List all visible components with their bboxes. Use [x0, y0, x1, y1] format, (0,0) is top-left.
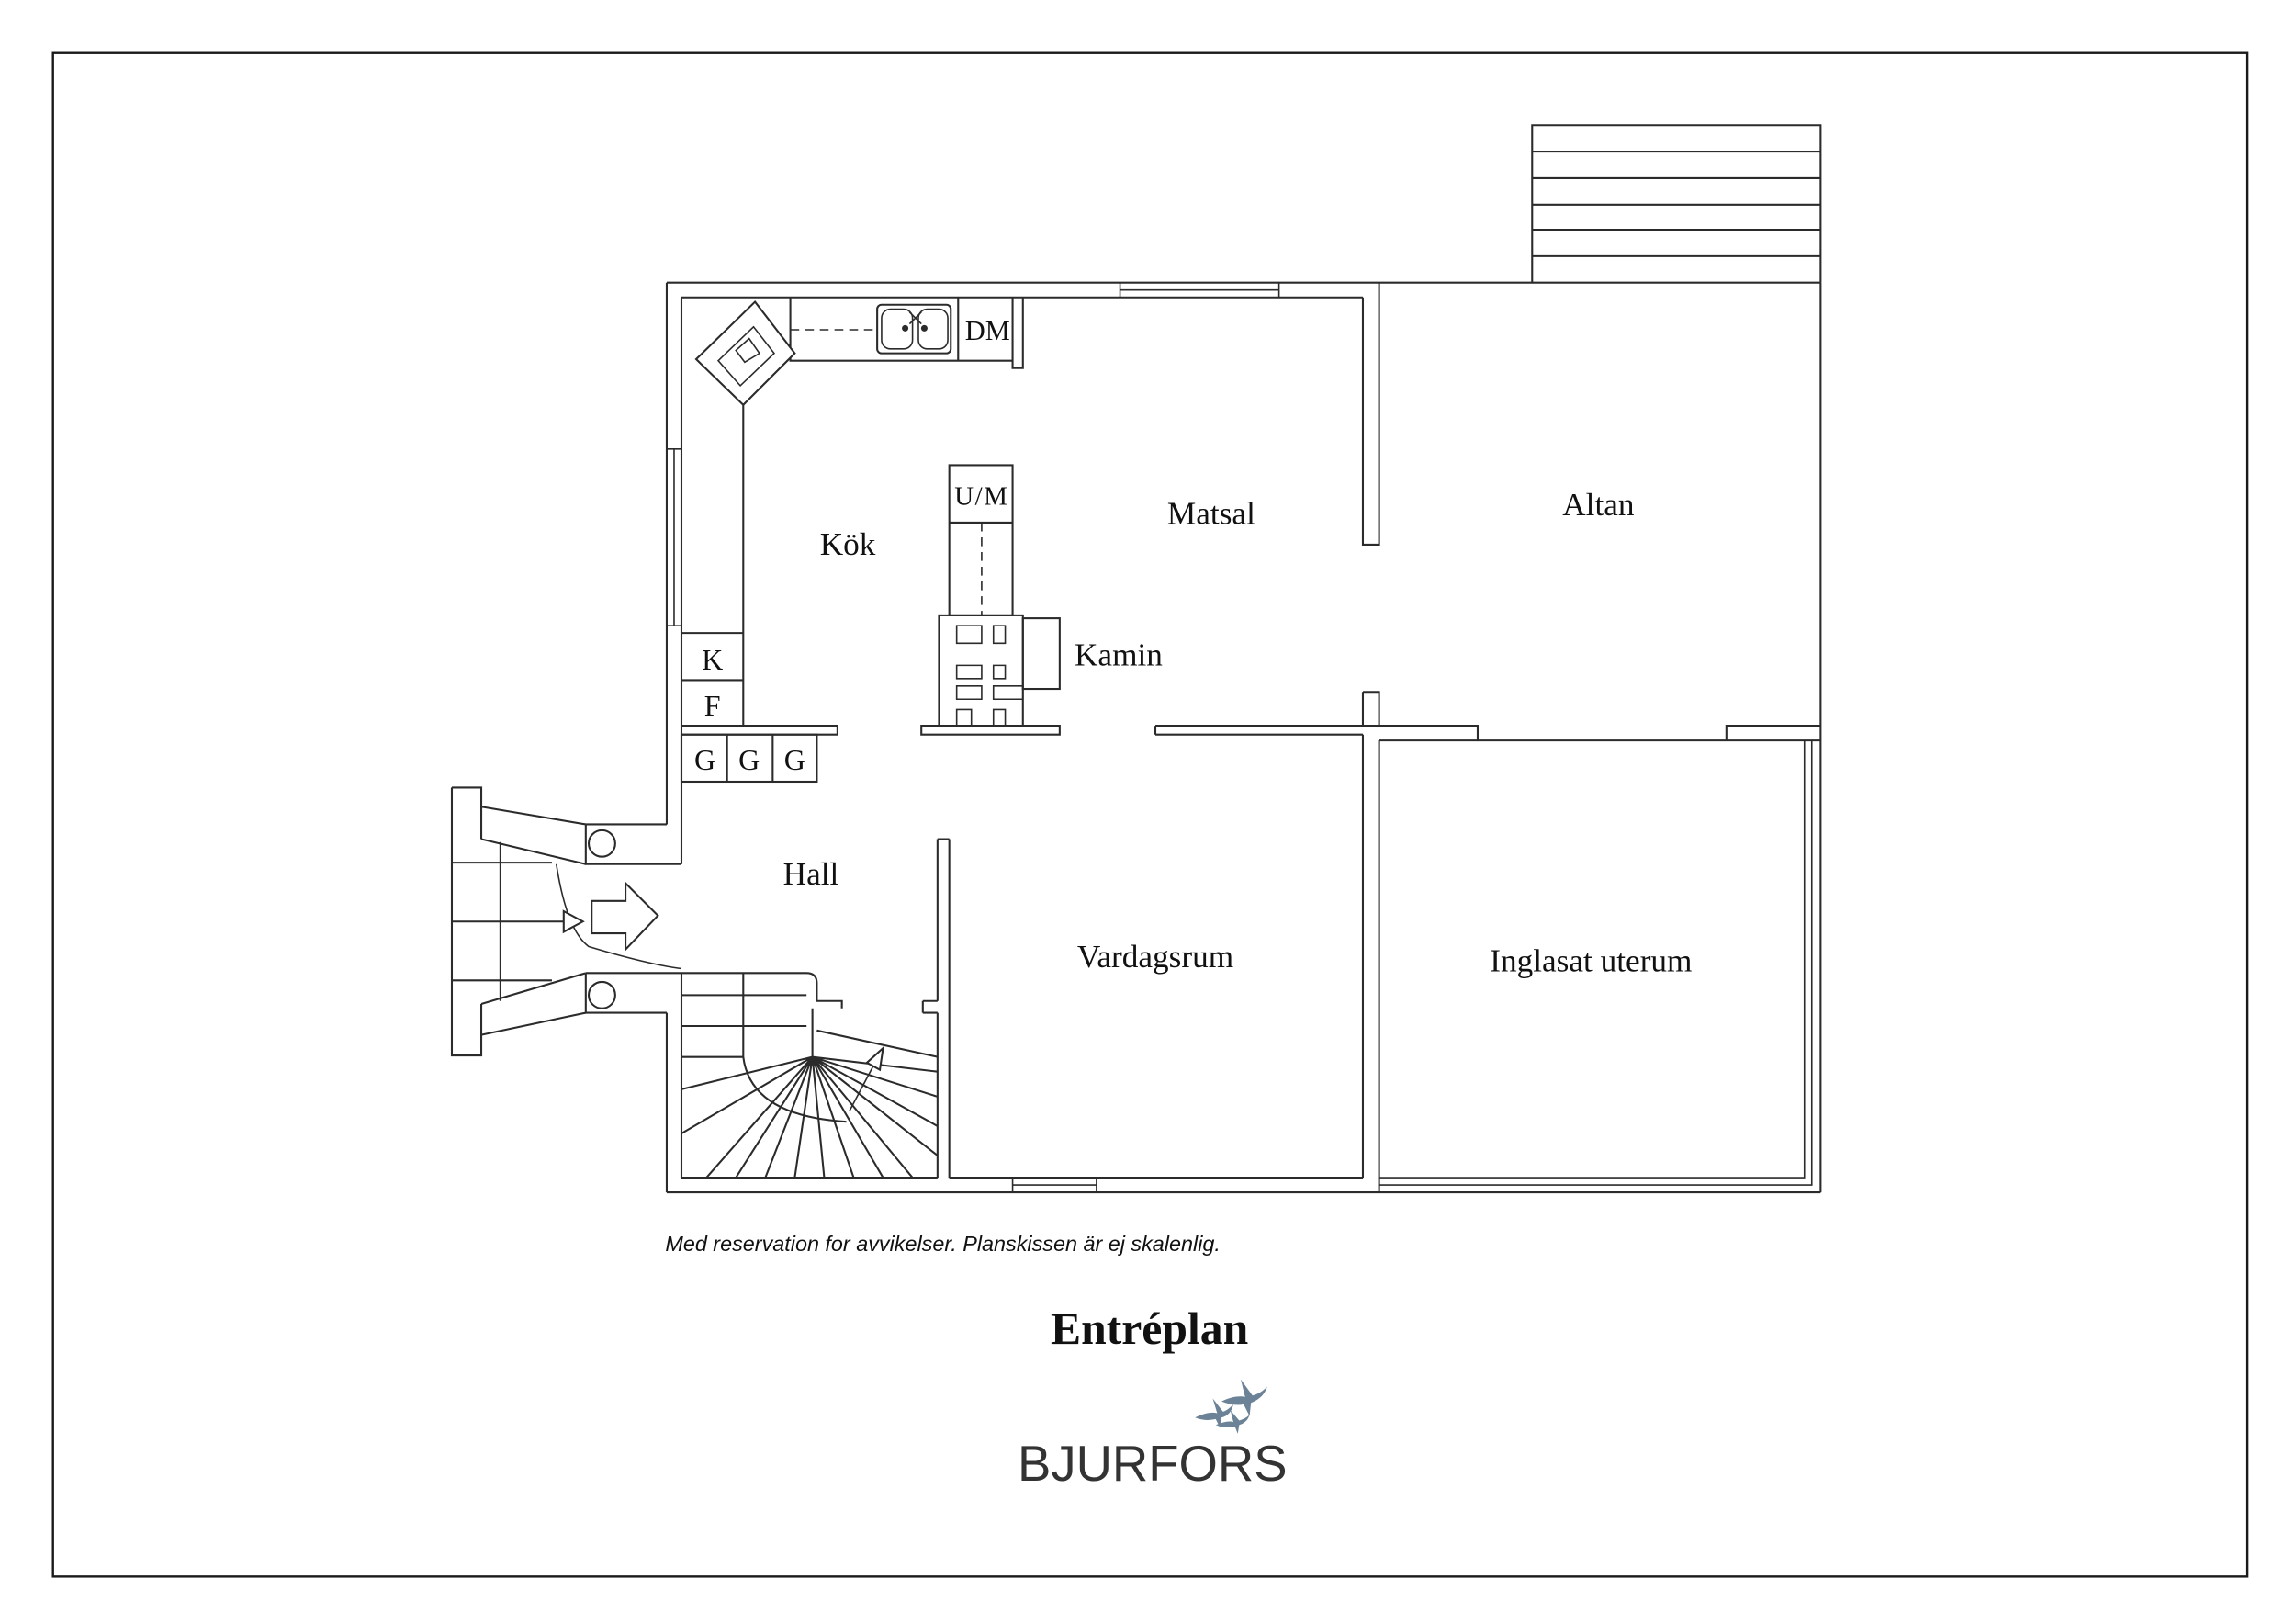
sink-outline [876, 303, 952, 355]
oven-microwave-label: U/M [954, 482, 1008, 512]
sink-basin-right [917, 308, 949, 350]
staircase [681, 972, 939, 1179]
deck-stairs [1531, 124, 1822, 283]
stair-direction-line [848, 1061, 877, 1112]
windows [666, 282, 1280, 1193]
page-border [51, 51, 2249, 1578]
wardrobe-label: G [784, 743, 805, 776]
fireplace-details [955, 625, 1024, 727]
sink-basin-left [881, 308, 914, 350]
interior-walls [680, 282, 1821, 1193]
entrance-steps [450, 786, 587, 1057]
fireplace-label: Kamin [1075, 637, 1163, 672]
sink [876, 303, 952, 355]
bird-shape [1215, 1410, 1250, 1434]
freezer-label: F [704, 689, 721, 722]
room-label-dining: Matsal [1167, 496, 1255, 532]
fireplace-base [920, 725, 1061, 736]
floor-plan [450, 124, 1822, 1194]
dishwasher-label: DM [965, 315, 1010, 346]
door-frame-post-bottom [587, 980, 616, 1009]
bird-shape [1221, 1379, 1267, 1416]
kitchen-counter [681, 297, 1013, 727]
entrance-arrow-icon [591, 881, 659, 953]
room-label-hall: Hall [783, 856, 839, 892]
wardrobes [680, 733, 818, 784]
room-label-deck: Altan [1562, 487, 1635, 523]
sink-drain-left [902, 324, 909, 332]
stair-direction-arrow-icon [865, 1045, 884, 1072]
fridge-label: K [702, 643, 723, 676]
plan-title: Entréplan [1051, 1303, 1248, 1354]
brand-name: BJURFORS [1018, 1436, 1288, 1492]
brand-logo: BJURFORS [1018, 1379, 1288, 1492]
wardrobe-dividers [726, 734, 774, 782]
door-swing [555, 863, 682, 970]
room-label-kitchen: Kök [820, 526, 876, 562]
steps-direction-arrow-icon [562, 909, 585, 934]
door-frame-post-top [587, 829, 616, 858]
sink-drain-right [920, 324, 928, 332]
exterior-walls [665, 281, 1822, 1194]
bird-shape [1195, 1398, 1233, 1428]
wardrobe-row [680, 733, 818, 784]
disclaimer-text: Med reservation for avvikelser. Planskis… [665, 1232, 1221, 1256]
corner-hob-knob [735, 337, 761, 364]
corner-hob [716, 325, 776, 388]
corner-cabinet [694, 299, 796, 407]
room-label-sunroom: Inglasat uterum [1490, 943, 1692, 979]
birds-icon [1195, 1379, 1267, 1434]
fireplace [920, 614, 1061, 736]
wardrobe-label: G [694, 743, 715, 776]
room-label-living: Vardagsrum [1077, 939, 1233, 975]
wardrobe-label: G [738, 743, 760, 776]
fireplace-hearth [1021, 617, 1061, 691]
faucet-icon [908, 311, 922, 325]
glass-walls [1379, 740, 1813, 1186]
